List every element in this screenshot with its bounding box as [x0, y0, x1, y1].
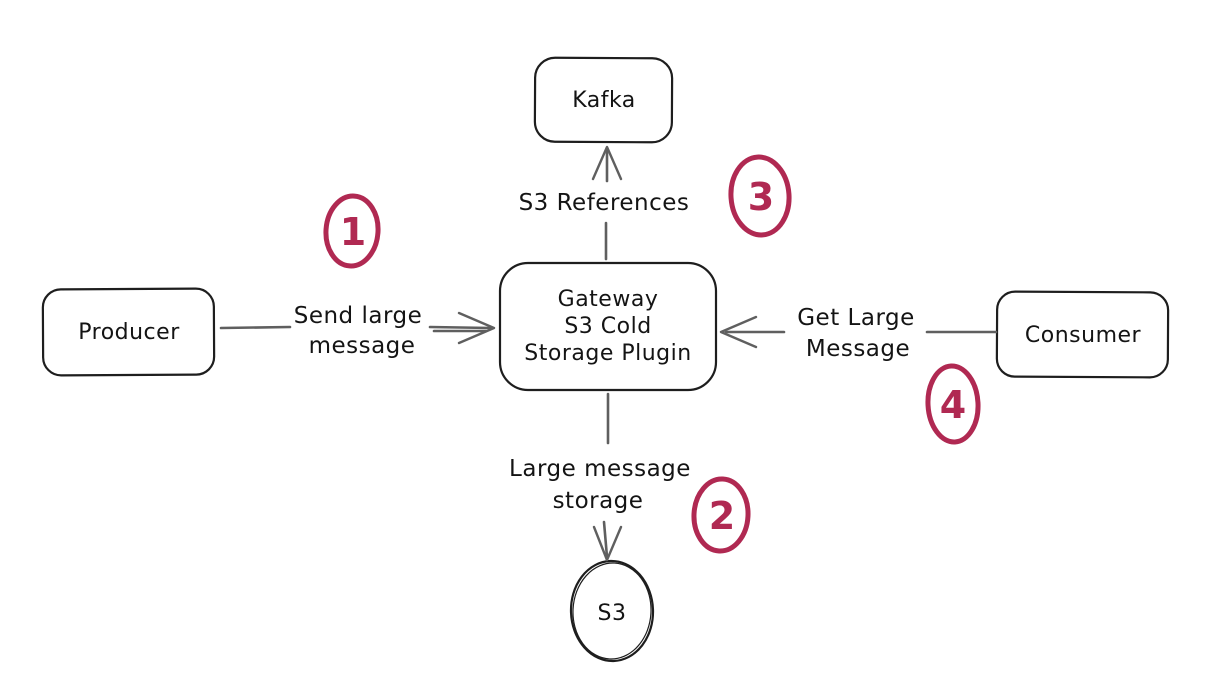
- get-arrowhead-left-icon: [719, 315, 758, 349]
- edge-large-message-storage: Large message storage 2: [509, 392, 751, 562]
- s3-ellipse: [569, 559, 655, 663]
- node-producer: Producer: [41, 287, 216, 377]
- references-label: S3 References: [519, 190, 690, 216]
- step-1-circle: [323, 193, 381, 269]
- consumer-label: Consumer: [1025, 323, 1142, 348]
- send-edge-line-right: [428, 325, 493, 330]
- kafka-label: Kafka: [572, 88, 636, 113]
- send-arrowhead-right-icon: [457, 311, 496, 345]
- gateway-label-line2: S3 Cold: [564, 314, 651, 339]
- step-2-circle: [691, 476, 751, 554]
- s3-label: S3: [598, 601, 627, 626]
- get-label-line2: Message: [806, 336, 910, 362]
- get-label-line1: Get Large: [797, 305, 915, 331]
- storage-edge-line-lower: [602, 520, 609, 559]
- kafka-box: [533, 56, 674, 144]
- send-label-line1: Send large: [294, 303, 423, 329]
- storage-label-line1: Large message: [509, 456, 691, 482]
- send-label-line2: message: [309, 333, 416, 359]
- consumer-box: [995, 290, 1170, 379]
- node-gateway: Gateway S3 Cold Storage Plugin: [498, 261, 718, 392]
- send-edge-line-left: [219, 325, 292, 330]
- gateway-label-line1: Gateway: [558, 287, 659, 312]
- step-4-circle: [925, 363, 981, 445]
- storage-label-line2: storage: [553, 488, 644, 514]
- edge-send-large-message: Send large message 1: [219, 193, 496, 359]
- storage-arrowhead-down-icon: [592, 525, 623, 562]
- edge-s3-references: S3 References 3: [519, 145, 792, 261]
- node-kafka: Kafka: [533, 56, 674, 144]
- node-s3: S3: [569, 559, 655, 663]
- step-3-number: 3: [748, 175, 774, 219]
- step-1-number: 1: [340, 210, 366, 254]
- step-2-number: 2: [709, 494, 735, 538]
- node-consumer: Consumer: [995, 290, 1170, 379]
- edge-get-large-message: Get Large Message 4: [719, 305, 998, 445]
- s3-ellipse-sketch-stroke: [572, 562, 652, 660]
- step-4-number: 4: [940, 383, 966, 427]
- producer-label: Producer: [78, 320, 180, 345]
- references-arrowhead-up-icon: [591, 145, 623, 181]
- gateway-label-line3: Storage Plugin: [524, 341, 691, 366]
- producer-box: [41, 287, 216, 377]
- gateway-box: [498, 261, 718, 392]
- step-3-circle: [728, 154, 792, 238]
